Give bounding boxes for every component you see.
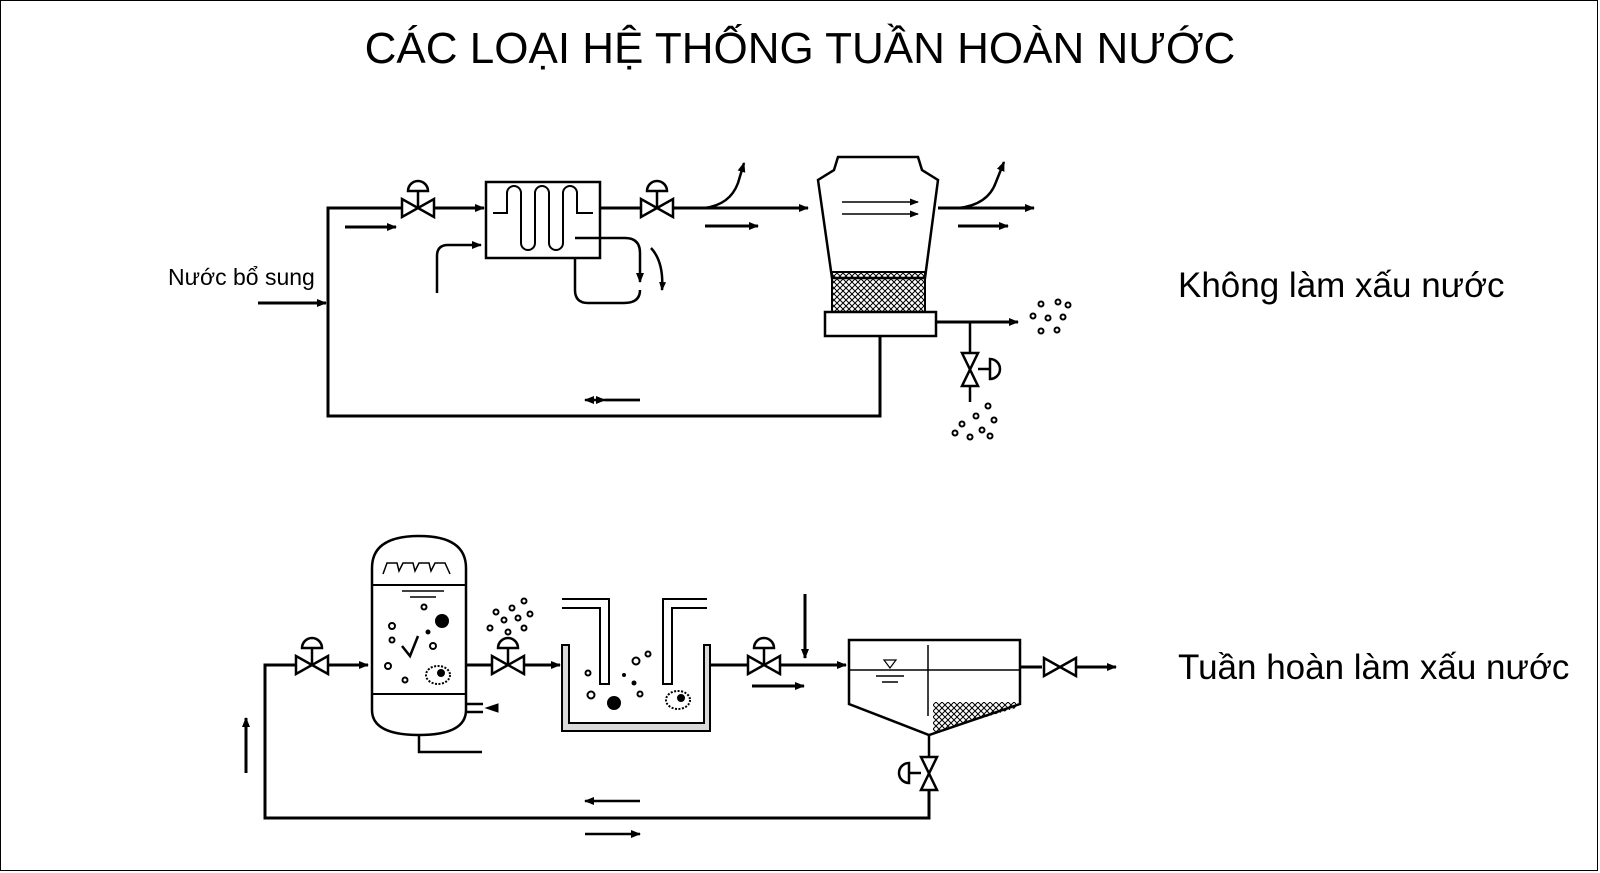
control-valve-icon <box>746 636 782 676</box>
particles <box>384 298 1072 700</box>
system-1-diagram <box>258 155 1035 418</box>
blowdown-valve-icon <box>960 351 1002 388</box>
control-valve-icon <box>400 179 436 219</box>
cooling-tower-icon <box>816 155 940 338</box>
clarifier-icon <box>847 638 1022 737</box>
microorganisms <box>425 665 691 710</box>
control-valve-icon <box>639 179 675 219</box>
system-2-diagram <box>242 534 1117 838</box>
page-title: CÁC LOẠI HỆ THỐNG TUẦN HOÀN NƯỚC <box>364 24 1236 73</box>
system-1-label: Không làm xấu nước <box>1178 266 1505 305</box>
pressure-filter-icon <box>370 534 499 754</box>
system-2-label: Tuần hoàn làm xấu nước <box>1178 648 1570 687</box>
heat-exchanger-icon <box>484 180 602 260</box>
makeup-water-label: Nước bổ sung <box>168 264 315 290</box>
control-valve-icon <box>294 636 330 676</box>
recirculation-pipe <box>263 663 931 820</box>
settling-tank-icon <box>561 598 711 732</box>
control-valve-icon <box>490 636 526 676</box>
sludge-valve-icon <box>897 755 939 792</box>
microorganisms <box>425 614 637 710</box>
recirculation-pipe <box>326 206 882 418</box>
outlet-valve-icon <box>1042 655 1078 679</box>
